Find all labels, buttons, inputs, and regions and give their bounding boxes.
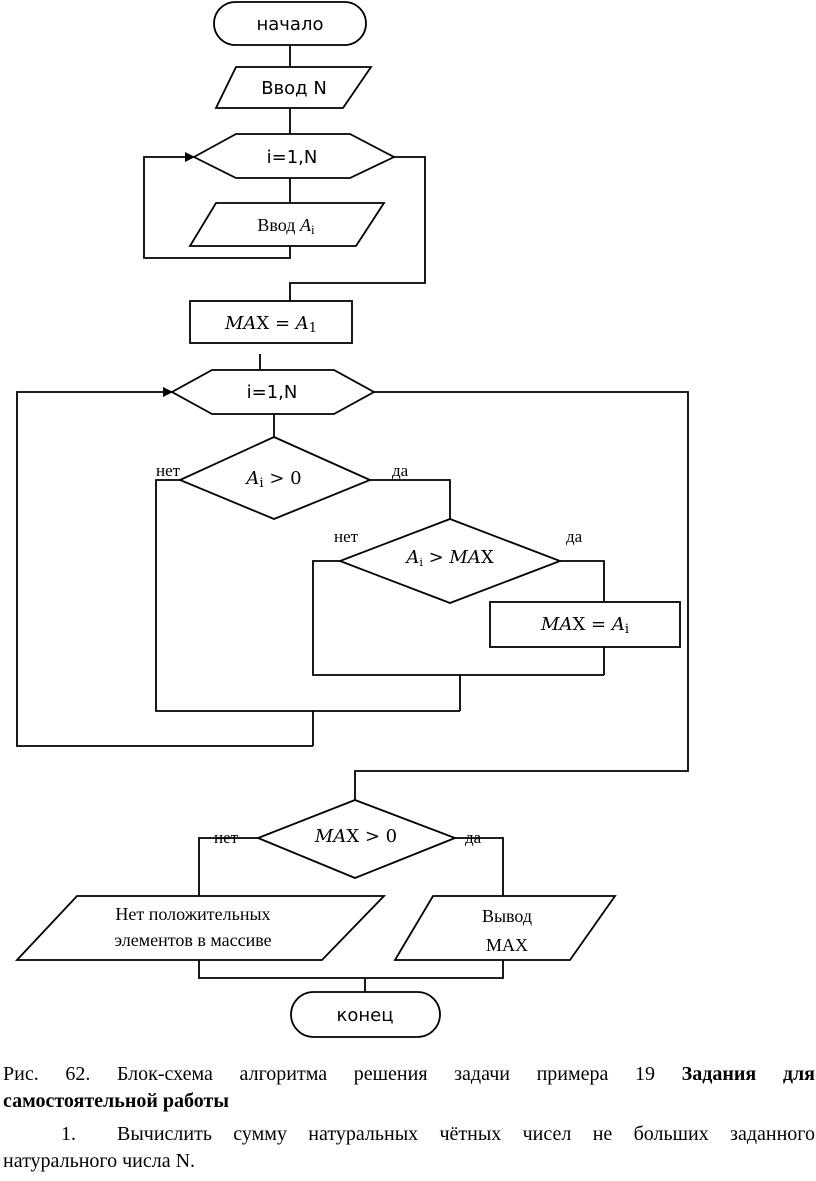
cond-positive-block: [177, 436, 373, 520]
caption-bold-2: самостоятельной работы: [3, 1090, 229, 1112]
loop1-label: i=1,N: [267, 147, 318, 168]
input-n-label: Ввод N: [261, 78, 327, 99]
init-max-eq: =: [269, 313, 296, 334]
cond-positive-sub: i: [259, 476, 263, 491]
start-terminal: [213, 1, 367, 46]
loop2-label: i=1,N: [247, 382, 298, 403]
loop1-block: [192, 133, 397, 179]
figure-caption: Рис. 62. Блок-схема алгоритма решения за…: [3, 1061, 815, 1175]
init-max-x: X: [256, 313, 269, 334]
input-a-var: A: [299, 215, 312, 235]
output-none-line1: Нет положительных: [115, 904, 270, 924]
assign-max-rhs: A: [610, 614, 625, 635]
cond-greater-x: X: [481, 547, 494, 568]
cond-positive-yes-label: да: [392, 461, 409, 480]
assign-max-x: X: [572, 614, 585, 635]
cond-final-op: > 0: [359, 826, 397, 847]
output-max-line2: MAX: [486, 935, 528, 955]
end-label: конец: [337, 1005, 394, 1026]
input-a-block: [188, 202, 386, 247]
caption-bold-1: Задания для: [681, 1063, 816, 1085]
assign-max-eq: =: [585, 614, 612, 635]
cond-greater-block: [337, 518, 563, 604]
cond-positive-no-label: нет: [156, 461, 181, 480]
cond-greater-sub: i: [419, 556, 423, 569]
task-text-1: Вычислить сумму натуральных чётных чисел…: [117, 1123, 815, 1145]
cond-final-x: X: [346, 826, 359, 847]
input-a-label: Ввод Ai: [257, 215, 315, 237]
task-number: 1.: [61, 1123, 76, 1145]
input-a-text: Ввод: [257, 215, 300, 235]
cond-greater-yes-label: да: [566, 527, 583, 546]
cond-final-no-label: нет: [214, 828, 239, 847]
connectors: [16, 45, 689, 992]
cond-final-yes-label: да: [465, 828, 482, 847]
cond-greater-no-label: нет: [334, 527, 359, 546]
input-n-block: [214, 66, 373, 109]
cond-greater-var: A: [404, 547, 419, 568]
cond-final-label: MAX > 0: [314, 826, 397, 847]
end-terminal: [290, 991, 441, 1038]
caption-line-1: Рис. 62. Блок-схема алгоритма решения за…: [3, 1061, 815, 1088]
caption-line-2: самостоятельной работы: [3, 1088, 815, 1115]
cond-positive-label: Ai > 0: [244, 468, 301, 491]
assign-max-label: MAX = Ai: [540, 614, 629, 637]
init-max-block: [189, 300, 353, 344]
cond-final-block: [255, 799, 458, 879]
cond-positive-var: A: [244, 468, 259, 489]
cond-positive-op: > 0: [264, 468, 302, 489]
task-line-2: натурального числа N.: [3, 1150, 196, 1172]
output-none-line2: элементов в массиве: [114, 930, 271, 950]
init-max-label: MAX = A1: [224, 313, 317, 336]
output-none-block: [14, 895, 387, 961]
cond-greater-op: >: [423, 547, 450, 568]
task-line-1: 1. Вычислить сумму натуральных чётных чис…: [3, 1121, 815, 1148]
init-max-sub: 1: [309, 321, 317, 336]
output-max-line1: Вывод: [482, 906, 532, 926]
assign-max-block: [489, 601, 681, 648]
caption-prefix: Рис. 62. Блок-схема алгоритма решения за…: [3, 1063, 656, 1085]
cond-greater-label: Ai > MAX: [404, 547, 494, 569]
start-label: начало: [257, 14, 324, 35]
assign-max-sub: i: [625, 622, 629, 637]
cond-final-var: MA: [314, 826, 346, 847]
cond-greater-rhs: MA: [448, 547, 480, 568]
init-max-rhs: A: [294, 313, 309, 334]
init-max-var: MA: [224, 313, 256, 334]
input-a-sub: i: [311, 222, 315, 237]
loop2-block: [170, 369, 376, 415]
output-max-block: [393, 895, 617, 961]
assign-max-var: MA: [540, 614, 572, 635]
